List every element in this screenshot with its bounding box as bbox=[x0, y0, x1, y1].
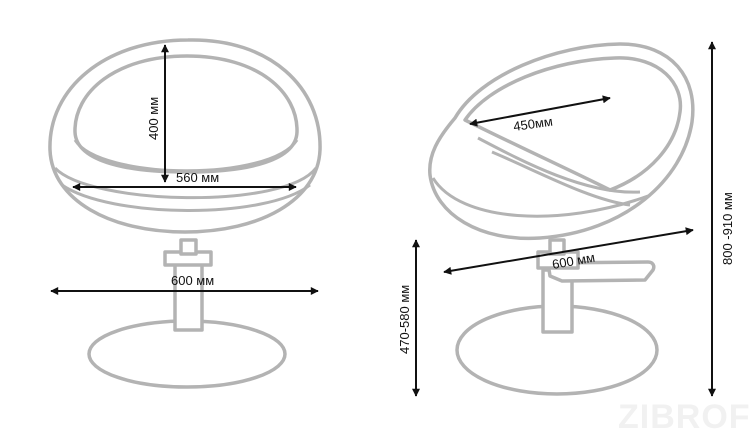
front-pole bbox=[173, 260, 204, 332]
front-view-chair bbox=[48, 38, 322, 389]
side-base-label: 600 мм bbox=[551, 250, 596, 272]
side-seat-shell bbox=[428, 42, 695, 241]
side-total-height-label: 800 -910 мм bbox=[720, 192, 735, 265]
watermark: ZIBROF bbox=[618, 398, 750, 436]
front-lift-knob bbox=[179, 238, 198, 256]
side-base-arrow bbox=[443, 227, 694, 275]
side-view-chair bbox=[428, 42, 695, 396]
side-seat-arrow bbox=[469, 95, 611, 127]
front-dimensions: 400 мм 560 мм 600 мм bbox=[50, 44, 319, 295]
front-depth-label: 400 мм bbox=[146, 97, 161, 140]
side-seat-height-label: 470-580 мм bbox=[397, 285, 412, 354]
front-seat-shell bbox=[48, 38, 322, 234]
side-seat-label: 450мм bbox=[512, 114, 553, 134]
front-width-label: 560 мм bbox=[176, 170, 219, 185]
front-base-label: 600 мм bbox=[171, 273, 214, 288]
side-dimensions: 450мм 600 мм 470-580 мм 800 -910 мм bbox=[397, 41, 735, 397]
